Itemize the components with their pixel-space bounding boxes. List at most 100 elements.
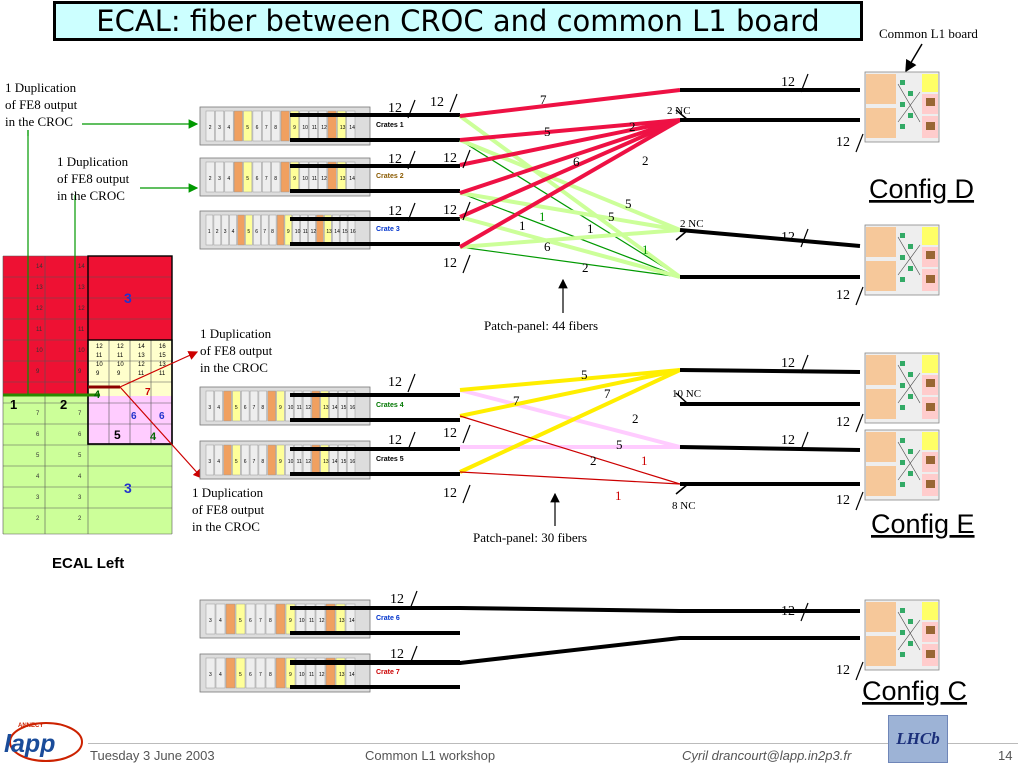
crate-label: Crate 7 <box>376 669 400 676</box>
crate-slot-label: 10 <box>299 672 305 678</box>
ecal-cell-left: 12 <box>36 306 43 312</box>
duplication-notes: 1 Duplication of FE8 output in the CROC … <box>5 80 273 534</box>
fd-2c: 2 <box>582 260 589 275</box>
ecal-inner-cell: 12 <box>96 344 103 350</box>
board-block <box>866 466 896 496</box>
lapp-logo-small-text: ANNECY <box>18 723 43 729</box>
board-trace <box>897 244 921 276</box>
patch-panel-30-label: Patch-panel: 30 fibers <box>473 530 587 545</box>
crate-slot-label: 15 <box>341 459 347 465</box>
board-chip <box>900 233 905 238</box>
board-chip <box>908 394 913 399</box>
crate-slot-label: 16 <box>350 229 356 235</box>
fe-7a: 7 <box>604 386 611 401</box>
board-chip <box>908 266 913 271</box>
crate-slot <box>205 390 215 422</box>
crate-slot-label: 2 <box>209 125 212 131</box>
crate-slot <box>275 603 286 635</box>
lhcb-logo: LHCb <box>888 715 948 763</box>
board-chip <box>900 460 905 465</box>
fiber-numbers-d: 7 5 2 6 2 5 5 1 1 1 6 2 1 <box>519 92 649 275</box>
crate-slot-label: 8 <box>269 618 272 624</box>
ecal-inner-cell: 10 <box>96 362 103 368</box>
crate-slot-label: 12 <box>321 125 327 131</box>
fiber-routes-e <box>459 368 689 495</box>
crate-slot <box>233 161 243 193</box>
ecal-inner-cell: 9 <box>117 371 121 377</box>
crate-slot <box>258 444 267 476</box>
crate-slot-label: 8 <box>271 229 274 235</box>
crate-slot-label: 6 <box>249 618 252 624</box>
crate-slot <box>275 657 286 689</box>
crate-slot-label: 4 <box>227 176 230 182</box>
board-block <box>922 227 938 245</box>
crate-slot-label: 12 <box>306 405 312 411</box>
dup3-arrow <box>119 351 199 388</box>
footer-author: Cyril drancourt@lapp.in2p3.fr <box>682 748 852 763</box>
board-chip <box>908 471 913 476</box>
fiber-count-12: 12 <box>388 101 402 116</box>
footer-date: Tuesday 3 June 2003 <box>90 748 215 763</box>
crate-label: Crates 2 <box>376 173 404 180</box>
ecal-inner-cell: 16 <box>159 344 166 350</box>
ecal-cell-left: 4 <box>36 474 40 480</box>
board-block <box>922 355 938 373</box>
board-chip <box>900 608 905 613</box>
crate-slot <box>223 390 232 422</box>
fiber-count-12: 12 <box>443 256 457 271</box>
crate-slot-label: 8 <box>261 459 264 465</box>
dup4-arrow <box>119 386 203 479</box>
fiber-count-tick <box>800 431 809 451</box>
fiber-count-12: 12 <box>836 663 850 678</box>
crate-slot-label: 6 <box>244 405 247 411</box>
fd-1b: 1 <box>519 218 526 233</box>
board-chip <box>900 255 905 260</box>
zone-label-1: 1 <box>10 397 17 412</box>
crate-slot-label: 10 <box>288 459 294 465</box>
board-block <box>866 389 896 419</box>
crate-slot <box>245 657 256 689</box>
fe-1a: 1 <box>641 453 648 468</box>
fiber-count-tick <box>407 373 416 393</box>
crate-slot <box>215 603 226 635</box>
board-chip <box>926 403 935 411</box>
common-l1-board-4 <box>864 429 940 501</box>
fiber-count-tick <box>409 645 418 665</box>
fiber-count-tick <box>462 424 471 444</box>
common-l1-board-5 <box>864 599 940 671</box>
ecal-inner-cell: 11 <box>117 353 124 359</box>
crate-slot-label: 7 <box>253 405 256 411</box>
fiber-count-12: 12 <box>443 203 457 218</box>
crate-slot-label: 3 <box>218 125 221 131</box>
ecal-inner-cell: 11 <box>138 371 145 377</box>
fd-7: 7 <box>540 92 547 107</box>
board-block <box>866 227 896 257</box>
dup3-line3: in the CROC <box>200 360 268 375</box>
crate-slot <box>205 657 216 689</box>
fiber-count-12: 12 <box>388 375 402 390</box>
ecal-cell-right: 2 <box>78 516 82 522</box>
fiber-count-12: 12 <box>836 415 850 430</box>
crate-slot <box>280 161 290 193</box>
board-block <box>922 432 938 450</box>
crate-slot <box>215 657 226 689</box>
crate-slot-label: 12 <box>319 672 325 678</box>
fiber-count-tick <box>855 491 864 511</box>
crate-slot-label: 11 <box>312 125 317 131</box>
crate-slot-label: 8 <box>274 125 277 131</box>
crate-slot <box>276 390 285 422</box>
ecal-cell-right: 4 <box>78 474 82 480</box>
ecal-cell-right: 13 <box>78 285 85 291</box>
dup1-line2: of FE8 output <box>5 97 78 112</box>
crate-slot <box>243 161 253 193</box>
ecal-cell-left: 3 <box>36 495 40 501</box>
crate-label: Crates 4 <box>376 402 404 409</box>
crate-slot <box>271 110 281 142</box>
crate-slot <box>232 444 241 476</box>
crate-slot-label: 15 <box>341 405 347 411</box>
crate-slot-label: 8 <box>261 405 264 411</box>
ecal-inner-cell: 14 <box>138 344 145 350</box>
crate-slot-label: 12 <box>319 618 325 624</box>
ecal-inner-cell: 13 <box>138 353 145 359</box>
